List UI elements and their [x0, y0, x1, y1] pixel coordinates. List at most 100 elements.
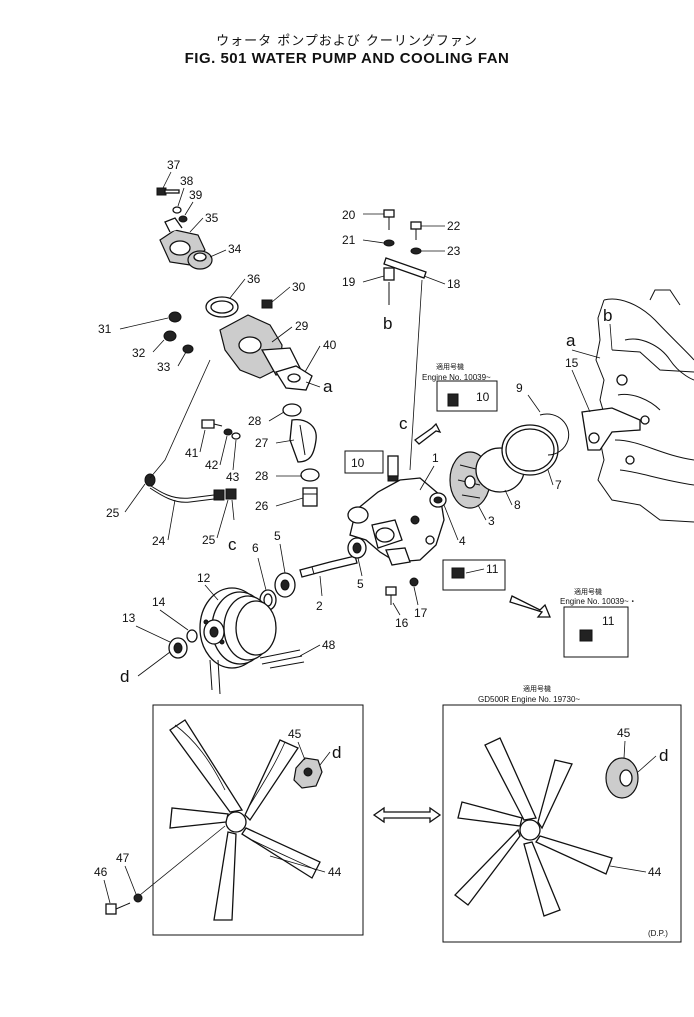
- note-applicable-3: 適用号機: [523, 684, 551, 693]
- callout-22: 22: [447, 219, 461, 233]
- nut-part-13: [168, 637, 188, 659]
- callout-10-box: 10: [476, 390, 490, 404]
- plate-part-18: [383, 257, 427, 279]
- note-engine-2: Engine No. 10039~・: [560, 597, 637, 606]
- callout-24: 24: [152, 534, 166, 548]
- bearing-part-5-rear: [347, 537, 367, 559]
- bolt-part-32: [163, 330, 177, 342]
- hub-part-45-right: [605, 757, 639, 799]
- callout-17: 17: [414, 606, 428, 620]
- callout-25-left: 25: [106, 506, 120, 520]
- snap-ring-part-9: [539, 413, 570, 456]
- washer-part-33: [182, 344, 194, 354]
- callout-46: 46: [94, 865, 108, 879]
- callout-13: 13: [122, 611, 136, 625]
- washer-part-17: [409, 577, 419, 587]
- washer-part-23: [410, 247, 422, 255]
- arrow-to-detail-11: [509, 595, 551, 618]
- gasket-part-4: [429, 492, 447, 508]
- callout-34: 34: [228, 242, 242, 256]
- washer-part-38: [172, 206, 182, 214]
- fan-detail-box-right: [442, 704, 682, 943]
- connector-part-25: [225, 488, 237, 500]
- callout-11-pump: 11: [486, 562, 499, 576]
- callout-a-pump: a: [323, 377, 333, 396]
- engine-block-outline: [595, 289, 694, 523]
- oring-part-7: [501, 424, 559, 476]
- callout-3: 3: [488, 514, 495, 528]
- callout-21: 21: [342, 233, 356, 247]
- callout-29: 29: [295, 319, 309, 333]
- figure-title: FIG. 501 WATER PUMP AND COOLING FAN: [184, 50, 510, 67]
- shaft-part-2: [299, 555, 358, 578]
- leader-line-pipe: [149, 359, 211, 479]
- note-dp: (D.P.): [648, 929, 668, 938]
- thermostat-part-34: [187, 250, 213, 270]
- callout-43: 43: [226, 470, 240, 484]
- fan-detail-box-left: [152, 704, 364, 936]
- callout-8: 8: [514, 498, 521, 512]
- callout-16: 16: [395, 616, 409, 630]
- callout-30: 30: [292, 280, 306, 294]
- pin-part-19: [383, 267, 395, 281]
- callout-28-lower: 28: [255, 469, 269, 483]
- callout-d-right: d: [659, 746, 668, 765]
- callout-d-pulley: d: [120, 667, 129, 686]
- callout-42: 42: [205, 458, 219, 472]
- spacer-part-45-left: [293, 757, 323, 789]
- callout-12: 12: [197, 571, 211, 585]
- callout-41: 41: [185, 446, 199, 460]
- callout-32: 32: [132, 346, 146, 360]
- interchange-arrow: [372, 806, 442, 824]
- leader-line-18: [409, 279, 423, 471]
- callout-b-top: b: [383, 314, 392, 333]
- callout-10-pump: 10: [351, 456, 365, 470]
- callout-31: 31: [98, 322, 112, 336]
- pipe-part-24: [144, 473, 225, 503]
- washer-part-43: [231, 432, 241, 440]
- callout-20: 20: [342, 208, 356, 222]
- callout-1: 1: [432, 451, 439, 465]
- hose-part-27: [289, 419, 317, 463]
- detail-box-11-pump: [442, 559, 506, 591]
- bracket-part-15: [581, 407, 641, 451]
- plug-part-11-on-pump: [451, 567, 465, 579]
- callout-40: 40: [323, 338, 337, 352]
- callout-28-upper: 28: [248, 414, 262, 428]
- pulley-part-12: [199, 587, 277, 669]
- note-engine-1: Engine No. 10039~: [422, 373, 491, 382]
- callout-2: 2: [316, 599, 323, 613]
- callout-6: 6: [252, 541, 259, 555]
- callout-7: 7: [555, 478, 562, 492]
- callout-26: 26: [255, 499, 269, 513]
- callout-a-engine: a: [566, 331, 576, 350]
- callout-44-left: 44: [328, 865, 342, 879]
- callout-18: 18: [447, 277, 461, 291]
- callout-45-left: 45: [288, 727, 302, 741]
- bolt-part-46: [105, 902, 131, 915]
- bolt-part-37: [156, 187, 180, 196]
- callout-38: 38: [180, 174, 194, 188]
- callout-47: 47: [116, 851, 130, 865]
- bolt-part-41: [201, 419, 223, 429]
- note-engine-gd: GD500R Engine No. 19730~: [478, 695, 580, 704]
- washer-part-39: [178, 215, 188, 223]
- callout-27: 27: [255, 436, 269, 450]
- title-japanese: ウォータ ポンプおよび クーリングファン: [216, 34, 478, 49]
- callout-14: 14: [152, 595, 166, 609]
- gasket-part-40: [274, 365, 313, 391]
- callout-39: 39: [189, 188, 203, 202]
- clamp-part-28-upper: [282, 403, 302, 417]
- callout-b-engine: b: [603, 306, 612, 325]
- leader-lines: [103, 171, 657, 904]
- callout-37: 37: [167, 158, 181, 172]
- leader-line-bolt: [139, 825, 226, 896]
- fitting-part-26: [302, 487, 318, 507]
- callout-11-right: 11: [602, 614, 615, 628]
- washer-part-21: [383, 239, 395, 247]
- callout-15: 15: [565, 356, 579, 370]
- callout-5-rear: 5: [357, 577, 364, 591]
- gasket-part-36: [205, 296, 239, 318]
- bearing-part-5-front: [274, 572, 296, 598]
- fan-part-44-right: [454, 737, 613, 917]
